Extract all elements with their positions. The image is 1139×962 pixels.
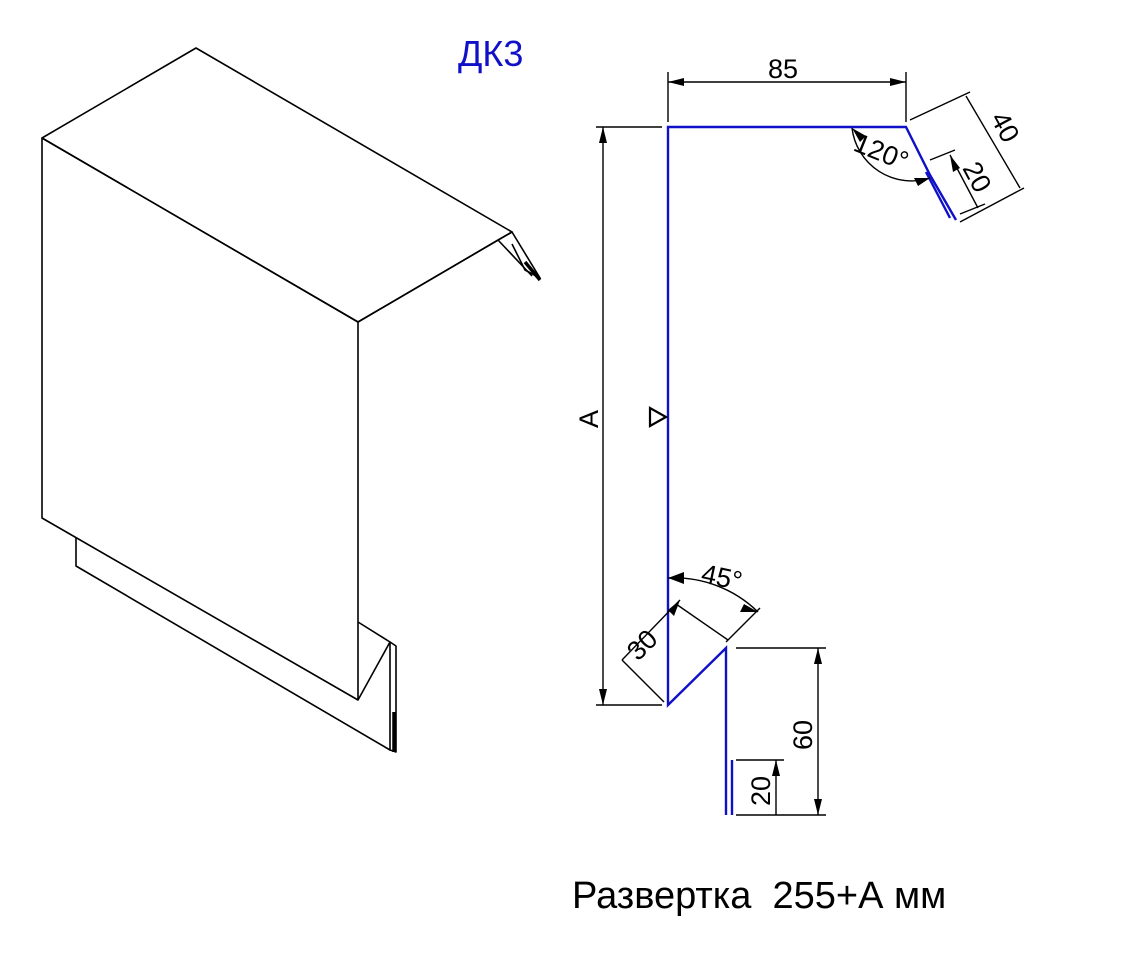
dim-top-width: 85 xyxy=(768,54,798,84)
iso-top-hem xyxy=(523,260,542,282)
dim-height: A xyxy=(574,410,604,428)
iso-top-face xyxy=(41,47,513,323)
dim-top-hem: 20 xyxy=(957,157,998,198)
height-marker-icon xyxy=(648,406,669,428)
iso-top-fold-edge xyxy=(497,239,533,277)
dim-bottom-hem: 20 xyxy=(746,776,776,806)
unfold-caption: Развертка 255+А мм xyxy=(572,875,946,917)
profile-top-hem xyxy=(924,171,952,219)
iso-top-fold xyxy=(357,231,541,323)
drawing-title: ДК3 xyxy=(458,33,523,74)
iso-front-face xyxy=(41,137,359,701)
iso-bottom-strip xyxy=(75,538,391,751)
profile-main-line xyxy=(666,125,958,815)
dim-top-flange: 40 xyxy=(985,107,1026,148)
dim-bottom-angle: 45° xyxy=(699,559,745,597)
dim-top-angle: 120° xyxy=(850,128,913,177)
isometric-view xyxy=(41,47,542,753)
profile-section xyxy=(648,125,958,815)
dim-bottom-drop: 60 xyxy=(788,720,818,750)
dim-bottom-slant: 30 xyxy=(621,624,663,666)
dimension-lines xyxy=(596,72,1025,816)
